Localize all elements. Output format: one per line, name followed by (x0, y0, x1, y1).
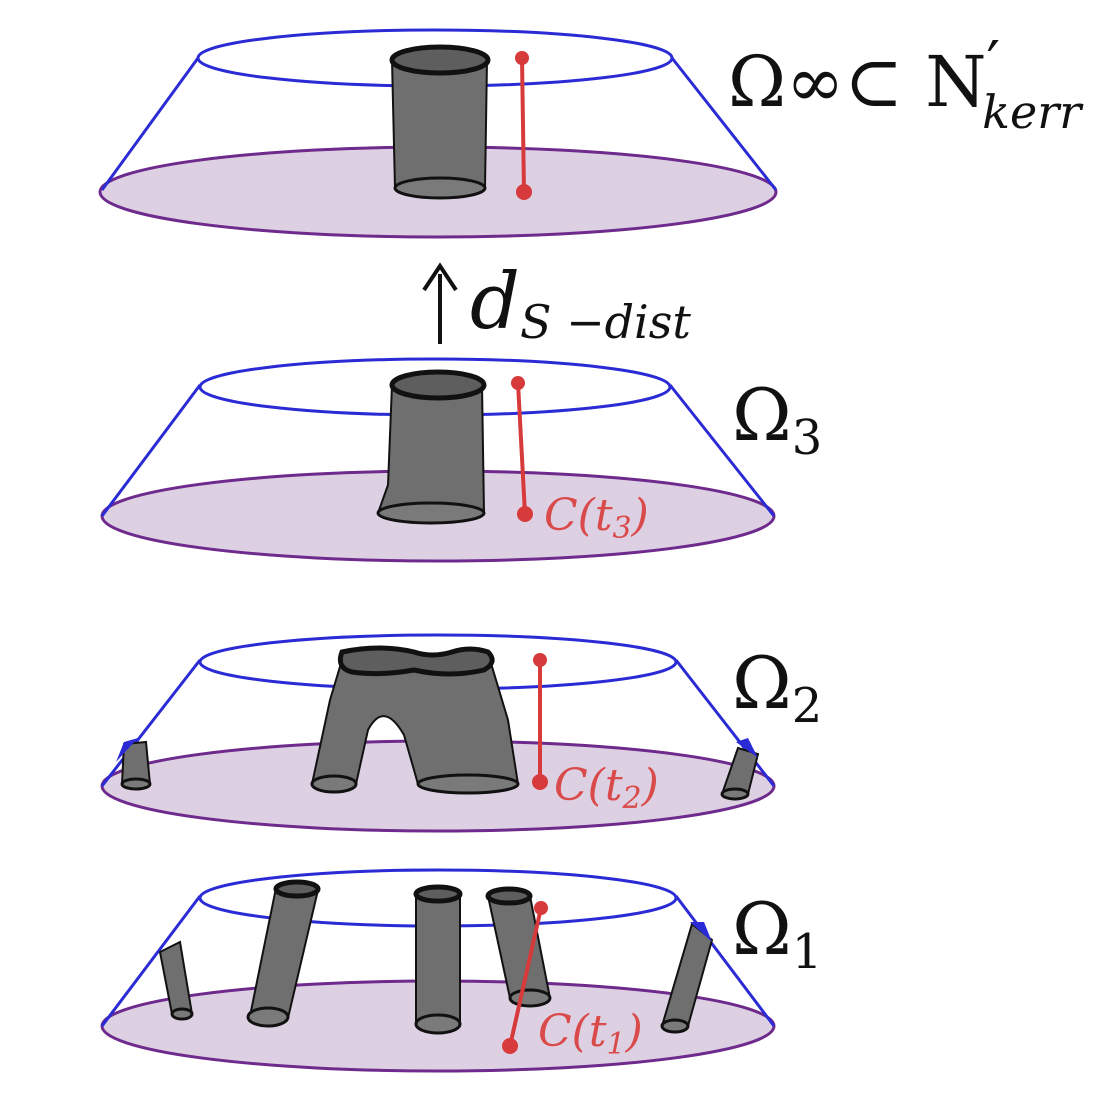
cone-side-right (674, 659, 776, 787)
curve-bottom-point (502, 1038, 518, 1054)
tube-a-hole (246, 1006, 290, 1028)
cone-side-right (670, 57, 778, 191)
curve-segment (516, 382, 527, 515)
curve-bottom-point (517, 506, 533, 522)
omega-infinity-main: Ω∞⊂ N (728, 41, 987, 123)
merging-horizon (310, 659, 520, 794)
omega-2-sub: 2 (792, 678, 823, 734)
curve-label-t3-main: C(t (544, 490, 613, 541)
omega-3-main: Ω (732, 373, 792, 457)
omega-infinity-sub: kerr (982, 85, 1084, 139)
edge-cap-right (690, 922, 712, 942)
cone-side-right (674, 895, 776, 1027)
level-omega-3: C(t3) Ω3 (100, 357, 822, 563)
curve-segment (508, 907, 543, 1047)
distance-d: d (470, 257, 520, 347)
level-omega-infinity: Ω∞⊂ N′kerr (98, 28, 1084, 239)
level-omega-2: C(t2) Ω2 (100, 633, 822, 833)
tube-bottom-hole (376, 501, 486, 525)
distance-label: dS −dist (470, 257, 691, 349)
curve-label-t3: C(t3) (544, 490, 649, 546)
omega-2-label: Ω2 (732, 641, 822, 734)
cone-side-left (100, 384, 202, 517)
tube-c-hole (508, 988, 552, 1008)
curve-label-t3-sub: 3 (613, 511, 632, 546)
tube-bottom-hole-left (310, 774, 358, 794)
tube-c-cap (485, 886, 533, 906)
tube-bottom-hole-right (416, 773, 520, 795)
cone-side-right (668, 384, 776, 517)
edge-hole-right (720, 787, 750, 801)
curve-top-point (533, 653, 547, 667)
distance-convergence: dS −dist (422, 257, 691, 349)
curve-label-t3-close: ) (631, 490, 649, 541)
curve-label-t2-close: ) (641, 760, 659, 811)
edge-horizon-left-cap (116, 738, 138, 762)
edge-hole-right (660, 1018, 690, 1034)
tube-bottom-hole (393, 176, 487, 200)
omega-3-sub: 3 (792, 410, 823, 466)
tube-b-cap (413, 884, 463, 904)
horizon-tube-b (415, 893, 461, 1034)
horizon-top-cap (337, 645, 495, 677)
curve-top-point (515, 51, 529, 65)
tube-a-cap (273, 879, 321, 899)
edge-hole-left (170, 1007, 194, 1021)
curve-top-point (511, 376, 525, 390)
curve-label-t2-sub: 2 (622, 781, 642, 816)
omega-1-label: Ω1 (732, 887, 822, 980)
curve-label-t1-sub: 1 (607, 1027, 626, 1062)
curve-bottom-point (516, 184, 532, 200)
cone-side-left (100, 659, 202, 787)
curve-label-t1-close: ) (625, 1006, 643, 1057)
curve-segment (520, 57, 526, 193)
omega-2-main: Ω (732, 641, 792, 725)
curve-label-t1: C(t1) (538, 1006, 643, 1062)
omega-infinity-prime: ′ (987, 29, 1001, 99)
omega-infinity-label: Ω∞⊂ N′kerr (728, 29, 1084, 139)
omega-3-label: Ω3 (732, 373, 822, 466)
omega-1-sub: 1 (792, 924, 823, 980)
omega-1-main: Ω (732, 887, 792, 971)
distance-arrow-head (422, 262, 458, 292)
level-omega-1: C(t1) Ω1 (100, 868, 822, 1073)
tube-b-hole (414, 1013, 462, 1035)
curve-label-t1-main: C(t (538, 1006, 607, 1057)
curve-label-t2: C(t2) (554, 760, 659, 816)
tube-top-cap (389, 44, 491, 76)
distance-sub: S −dist (520, 295, 691, 349)
curve-label-t2-main: C(t (554, 760, 623, 811)
cone-side-left (100, 57, 200, 191)
curve-bottom-point (532, 774, 548, 790)
tube-top-cap (389, 369, 487, 401)
cone-side-left (100, 895, 202, 1027)
edge-hole-left (120, 777, 152, 791)
curve-top-point (534, 901, 548, 915)
edge-horizon-right-cap (736, 738, 758, 758)
